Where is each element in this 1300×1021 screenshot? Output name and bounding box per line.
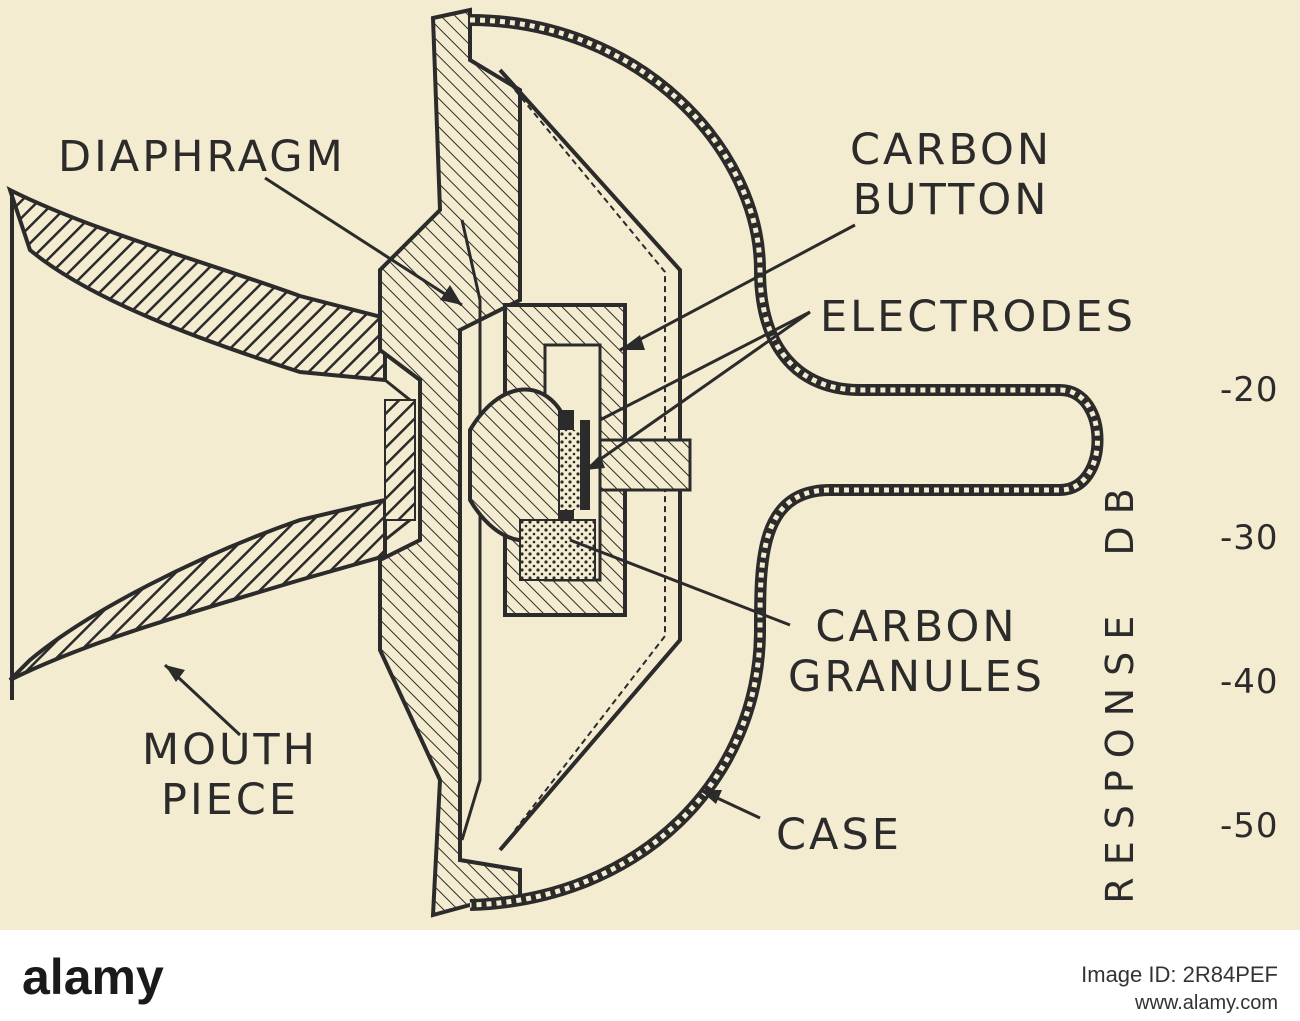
microphone-cross-section bbox=[6, 7, 1104, 918]
label-mouth-piece: MOUTH PIECE bbox=[142, 725, 319, 825]
brand-logo[interactable]: alamy bbox=[22, 949, 164, 1005]
label-carbon-granules: CARBON GRANULES bbox=[788, 602, 1045, 702]
label-carbon-button: CARBON BUTTON bbox=[850, 125, 1053, 225]
mouth-piece-shape bbox=[6, 186, 416, 700]
axis-tick: -50 bbox=[1220, 806, 1279, 846]
site-link[interactable]: www.alamy.com bbox=[1135, 992, 1278, 1014]
axis-title: RESPONSE DB bbox=[1098, 476, 1142, 904]
carbon-button-shape bbox=[468, 303, 692, 617]
label-diaphragm: DIAPHRAGM bbox=[58, 132, 346, 182]
axis-tick: -20 bbox=[1220, 370, 1279, 410]
axis-tick: -40 bbox=[1220, 662, 1279, 702]
leader-lines bbox=[163, 176, 856, 820]
label-case: CASE bbox=[776, 810, 902, 860]
image-id-label: Image ID: 2R84PEF bbox=[1081, 962, 1278, 987]
front-housing bbox=[378, 7, 522, 918]
label-electrodes: ELECTRODES bbox=[820, 292, 1136, 342]
diagram-plate: DIAPHRAGM CARBON BUTTON ELECTRODES CARBO… bbox=[0, 0, 1300, 930]
axis-tick: -30 bbox=[1220, 518, 1279, 558]
footer-bar: alamy Image ID: 2R84PEF www.alamy.com bbox=[0, 930, 1300, 1021]
arrowheads bbox=[165, 285, 722, 804]
diaphragm-shape bbox=[460, 219, 482, 841]
